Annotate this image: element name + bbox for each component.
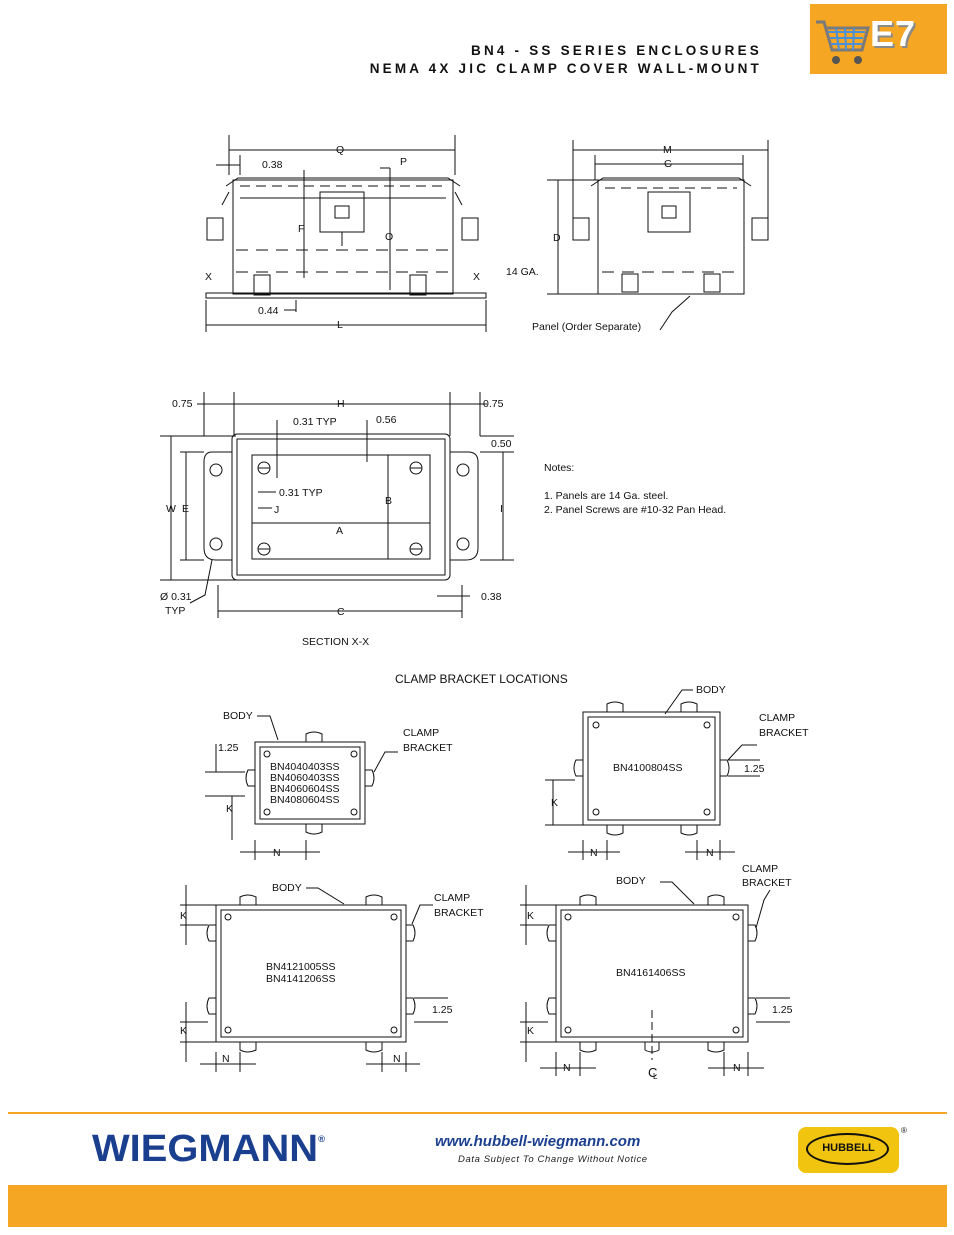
clamp-view-small bbox=[205, 715, 398, 860]
n-label-2a: N bbox=[590, 847, 598, 859]
clamp-view-large-1 bbox=[180, 885, 448, 1072]
k-label-4b: K bbox=[527, 1025, 534, 1037]
k-label-3a: K bbox=[180, 910, 187, 922]
clamp-view-large-2 bbox=[520, 881, 790, 1076]
label-B: B bbox=[385, 495, 392, 507]
k-label-3b: K bbox=[180, 1025, 187, 1037]
label-A: A bbox=[336, 525, 343, 537]
label-dia-031: Ø 0.31 bbox=[160, 591, 192, 603]
model-1b: BN4060403SS bbox=[270, 772, 339, 784]
label-W: W bbox=[166, 503, 176, 515]
clamp-label-2: CLAMP bbox=[759, 712, 795, 724]
model-1a: BN4040403SS bbox=[270, 761, 339, 773]
dim-125-3: 1.25 bbox=[432, 1004, 453, 1016]
bracket-label-2: BRACKET bbox=[759, 727, 809, 739]
label-G: G bbox=[664, 158, 672, 170]
label-D: D bbox=[553, 232, 561, 244]
section-label: SECTION X-X bbox=[302, 636, 369, 648]
side-view bbox=[547, 140, 769, 331]
section-tab: E7 bbox=[810, 4, 947, 74]
label-P: P bbox=[400, 156, 407, 168]
body-label-3: BODY bbox=[272, 882, 302, 894]
front-view bbox=[205, 135, 487, 332]
label-M: M bbox=[663, 144, 672, 156]
centerline-sub: L bbox=[653, 1072, 658, 1081]
label-X-right: X bbox=[473, 271, 480, 283]
clamp-label-4: CLAMP bbox=[742, 863, 778, 875]
n-label-4b: N bbox=[733, 1062, 741, 1074]
notes-heading: Notes: bbox=[544, 462, 574, 474]
label-F: F bbox=[298, 223, 304, 235]
hubbell-oval bbox=[806, 1133, 889, 1165]
label-031-typ-b: 0.31 TYP bbox=[279, 487, 323, 499]
n-label-4a: N bbox=[563, 1062, 571, 1074]
clamp-label-1: CLAMP bbox=[403, 727, 439, 739]
label-038-b: 0.38 bbox=[481, 591, 502, 603]
n-label-3a: N bbox=[222, 1053, 230, 1065]
bracket-label-3: BRACKET bbox=[434, 907, 484, 919]
label-panel: Panel (Order Separate) bbox=[532, 321, 641, 333]
model-4: BN4161406SS bbox=[616, 967, 685, 979]
body-label-2: BODY bbox=[696, 684, 726, 696]
dim-125-4: 1.25 bbox=[772, 1004, 793, 1016]
page-title: BN4 - SS SERIES ENCLOSURES bbox=[471, 43, 762, 58]
body-label-4: BODY bbox=[616, 875, 646, 887]
note-1: 1. Panels are 14 Ga. steel. bbox=[544, 490, 668, 502]
label-I: I bbox=[500, 503, 503, 515]
model-3a: BN4121005SS bbox=[266, 961, 335, 973]
website-link[interactable]: www.hubbell-wiegmann.com bbox=[435, 1133, 641, 1150]
k-label-4a: K bbox=[527, 910, 534, 922]
dim-125-2: 1.25 bbox=[744, 763, 765, 775]
label-J: J bbox=[274, 504, 279, 516]
label-E: E bbox=[182, 503, 189, 515]
label-050: 0.50 bbox=[491, 438, 512, 450]
technical-drawings: Q 0.38 P F O X X 14 GA. 0.44 L M G D Pan… bbox=[160, 135, 809, 1081]
section-view bbox=[160, 392, 514, 618]
clamp-label-3: CLAMP bbox=[434, 892, 470, 904]
brand-reg: ® bbox=[318, 1134, 326, 1144]
model-3b: BN4141206SS bbox=[266, 973, 335, 985]
disclaimer: Data Subject To Change Without Notice bbox=[458, 1154, 648, 1165]
k-label-2: K bbox=[551, 797, 558, 809]
footer-band bbox=[8, 1185, 947, 1227]
hubbell-reg: ® bbox=[901, 1126, 907, 1135]
model-1c: BN4060604SS bbox=[270, 783, 339, 795]
wiegmann-logo: WIEGMANN® bbox=[92, 1128, 325, 1171]
label-L: L bbox=[337, 319, 343, 331]
footer-divider bbox=[8, 1112, 947, 1114]
label-H: H bbox=[337, 398, 345, 410]
label-075-left: 0.75 bbox=[172, 398, 193, 410]
n-label-1: N bbox=[273, 847, 281, 859]
hubbell-name: HUBBELL bbox=[822, 1142, 875, 1154]
label-C: C bbox=[337, 606, 345, 618]
label-038: 0.38 bbox=[262, 159, 283, 171]
label-typ: TYP bbox=[165, 605, 185, 617]
note-2: 2. Panel Screws are #10-32 Pan Head. bbox=[544, 504, 726, 516]
page-subtitle: NEMA 4X JIC CLAMP COVER WALL-MOUNT bbox=[369, 61, 762, 76]
brand-name: WIEGMANN bbox=[92, 1128, 319, 1170]
dim-125-1: 1.25 bbox=[218, 742, 239, 754]
label-031-typ: 0.31 TYP bbox=[293, 416, 337, 428]
label-044: 0.44 bbox=[258, 305, 279, 317]
section-code: E7 bbox=[870, 13, 917, 54]
label-X-left: X bbox=[205, 271, 212, 283]
clamp-view-medium bbox=[545, 689, 760, 860]
model-1d: BN4080604SS bbox=[270, 794, 339, 806]
hubbell-logo: HUBBELL bbox=[798, 1127, 899, 1173]
model-2: BN4100804SS bbox=[613, 762, 682, 774]
label-075-right: 0.75 bbox=[483, 398, 504, 410]
centerline-label: C bbox=[648, 1065, 657, 1080]
label-056: 0.56 bbox=[376, 414, 397, 426]
shopping-cart-icon bbox=[816, 20, 870, 64]
label-O: O bbox=[385, 231, 393, 243]
bracket-label-1: BRACKET bbox=[403, 742, 453, 754]
k-label-1: K bbox=[226, 803, 233, 815]
clamp-heading: CLAMP BRACKET LOCATIONS bbox=[395, 672, 568, 686]
n-label-2b: N bbox=[706, 847, 714, 859]
label-14ga: 14 GA. bbox=[506, 266, 539, 278]
body-label-1: BODY bbox=[223, 710, 253, 722]
label-Q: Q bbox=[336, 144, 344, 156]
bracket-label-4: BRACKET bbox=[742, 877, 792, 889]
n-label-3b: N bbox=[393, 1053, 401, 1065]
